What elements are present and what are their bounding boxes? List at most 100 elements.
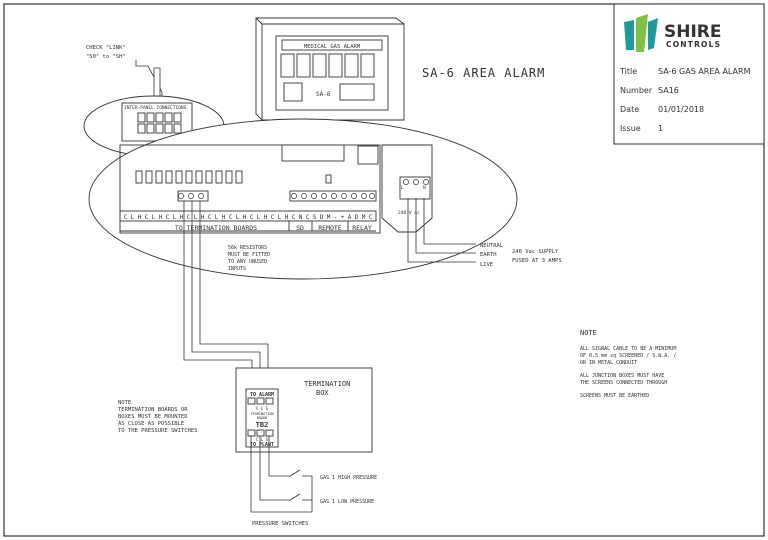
terminal-label: C (229, 214, 233, 221)
tb2-to-plant: TO PLANT (250, 442, 274, 448)
terminal-label: S (313, 214, 317, 221)
terminal-label: H (243, 214, 247, 221)
tb-value-date: 01/01/2018 (658, 105, 704, 114)
live-label: LIVE (480, 262, 493, 268)
note-right-heading: NOTE (580, 329, 597, 337)
terminal-label: C (271, 214, 275, 221)
link-note-line1: CHECK "LINK" (86, 45, 126, 51)
panel-model: SA-6 (316, 91, 331, 98)
supply-term-l: L (401, 185, 404, 191)
resistor-note-3: TO ANY UNUSED (228, 259, 267, 265)
terminal-label: N (299, 214, 303, 221)
group-termination-boards: TO TERMINATION BOARDS (175, 224, 257, 232)
tb-value-issue: 1 (658, 124, 663, 133)
earth-label: EARTH (480, 252, 497, 258)
tb2-top-terms: C L S (256, 406, 269, 411)
terminal-screw (413, 179, 419, 185)
terminal-label: M (362, 214, 366, 221)
tb2-board-id: TB2 (256, 421, 269, 429)
terminal-label: H (285, 214, 289, 221)
note-left-l1: TERMINATION BOARDS OR (118, 407, 188, 413)
supply-block-label: 240 V ac (398, 210, 420, 216)
terminal-label: D (320, 214, 324, 221)
termination-box-title-1: TERMINATION (304, 380, 350, 388)
logo-main-text: SHIRE (664, 22, 722, 42)
terminal-screw (361, 193, 367, 199)
terminal-label: - (334, 214, 338, 221)
switch-wiring (250, 436, 313, 513)
note-right-p1-l1: ALL SIGNAL CABLE TO BE A MINIMUM (580, 346, 676, 352)
terminal-screw (291, 193, 297, 199)
supply-spec-1: 240 Vac SUPPLY (512, 249, 559, 255)
terminal-label: C (306, 214, 310, 221)
terminal-label: L (194, 214, 198, 221)
note-right-p2-l1: ALL JUNCTION BOXES MUST HAVE (580, 373, 664, 379)
terminal-label: L (152, 214, 156, 221)
terminal-screw (301, 193, 307, 199)
terminal-screw (369, 193, 375, 199)
terminal-label: H (159, 214, 163, 221)
terminal-label: L (131, 214, 135, 221)
resistor-note-2: MUST BE FITTED (228, 252, 270, 258)
switch-low-label: GAS 1 LOW PRESSURE (320, 499, 374, 505)
terminal-label: H (138, 214, 142, 221)
resistor-note-1: 56k RESISTORS (228, 245, 267, 251)
terminal-label: L (173, 214, 177, 221)
terminal-screw (178, 193, 184, 199)
neutral-label: NEUTRAL (480, 243, 504, 249)
group-remote: REMOTE (318, 224, 342, 232)
resistor-note-4: INPUTS (228, 266, 246, 272)
switch-high-label: GAS 1 HIGH PRESSURE (320, 475, 377, 481)
supply-spec-2: FUSED AT 3 AMPS (512, 258, 562, 264)
terminal-label: C (145, 214, 149, 221)
terminal-screw (331, 193, 337, 199)
note-right-p1-l3: OR IN METAL CONDUIT (580, 360, 637, 366)
tb2-bottom-terms: C L S (256, 437, 269, 442)
terminal-label: C (124, 214, 128, 221)
terminal-screw (423, 179, 429, 185)
termination-box-title-2: BOX (316, 389, 329, 397)
note-left-l2: BOXES MUST BE MOUNTED (118, 414, 188, 420)
terminal-label: C (250, 214, 254, 221)
note-left-heading: NOTE (118, 400, 131, 406)
note-left-l4: TO THE PRESSURE SWITCHES (118, 428, 197, 434)
note-left-l3: AS CLOSE AS POSSIBLE (118, 421, 184, 427)
tb2-board-label-1: TERMINATION (250, 412, 273, 416)
tb-label-date: Date (620, 105, 639, 114)
main-board (88, 118, 518, 280)
sheet-border (3, 3, 765, 537)
link-note-line2: "S0" to "SH" (86, 54, 126, 60)
terminal-screw (311, 193, 317, 199)
terminal-label: C (369, 214, 373, 221)
logo-sub-text: CONTROLS (666, 40, 721, 49)
terminal-label: L (278, 214, 282, 221)
group-relay: RELAY (352, 224, 372, 232)
terminal-label: L (236, 214, 240, 221)
terminal-label: C (187, 214, 191, 221)
termination-box (235, 367, 373, 453)
pressure-switches-label: PRESSURE SWITCHES (252, 521, 308, 527)
tb2-to-alarm: TO ALARM (250, 392, 274, 398)
terminal-label: L (215, 214, 219, 221)
tb-label-title: Title (619, 67, 637, 76)
tb-value-number: SA16 (658, 86, 679, 95)
terminal-label: M (327, 214, 331, 221)
tb-label-issue: Issue (620, 124, 641, 133)
terminal-screw (403, 179, 409, 185)
terminal-label: A (348, 214, 352, 221)
alarm-panel: MEDICAL GAS ALARM SA-6 (255, 17, 405, 121)
note-right-p1-l2: OF 0.5 mm sq SCREENED / S.W.A. / (580, 353, 676, 359)
supply-term-n: N (423, 185, 426, 191)
terminal-label: C (208, 214, 212, 221)
company-logo: SHIRE CONTROLS (624, 14, 722, 52)
title-block: SHIRE CONTROLS Title SA-6 GAS AREA ALARM… (613, 3, 765, 145)
tb2-board-label-2: BOARD (257, 416, 268, 420)
terminal-label: D (355, 214, 359, 221)
tb-label-number: Number (620, 86, 653, 95)
terminal-label: H (222, 214, 226, 221)
inter-panel-label: INTER-PANEL CONNECTIONS (124, 105, 187, 111)
terminal-screw (351, 193, 357, 199)
terminal-label: H (264, 214, 268, 221)
